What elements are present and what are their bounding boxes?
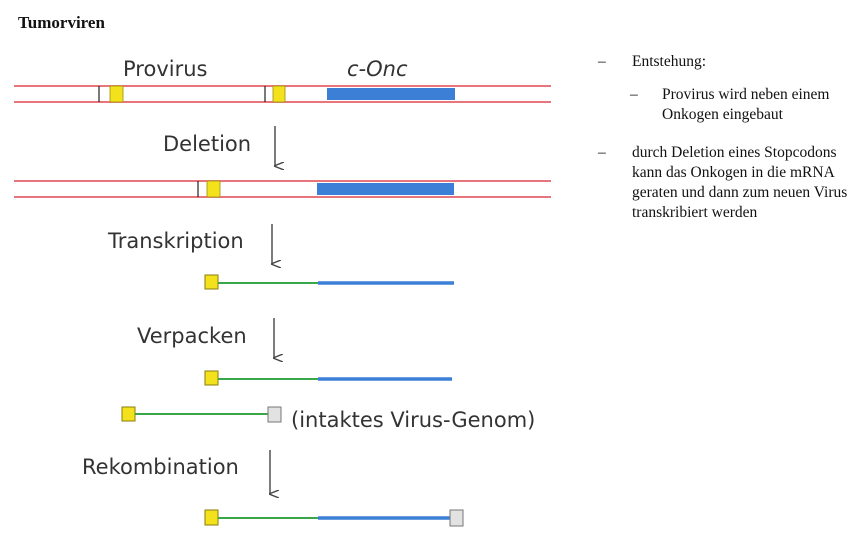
- note-entstehung: – Entstehung:: [598, 52, 860, 72]
- c-onc-label: c-Onc: [347, 57, 408, 81]
- transkription-label: Transkription: [107, 229, 244, 253]
- intact-genome-label: (intaktes Virus-Genom): [291, 408, 535, 432]
- notes-panel: – Entstehung: – Provirus wird neben eine…: [598, 52, 860, 223]
- oncogene-segment: [317, 183, 454, 195]
- ltr-box: [206, 180, 221, 198]
- cap-box: [204, 370, 219, 386]
- verpacken-label: Verpacken: [137, 324, 247, 348]
- dash-bullet: –: [598, 144, 606, 161]
- cap-box: [204, 509, 219, 526]
- ltr-box: [109, 85, 124, 103]
- dna-row-provirus: [14, 85, 551, 103]
- cap-box: [204, 274, 219, 290]
- ltr-box: [272, 85, 286, 103]
- oncogene-segment: [327, 88, 455, 100]
- note-deletion: – durch Deletion eines Stopcodons kann d…: [598, 143, 860, 223]
- dash-bullet: –: [630, 86, 638, 103]
- cap-box: [121, 406, 136, 422]
- dash-bullet: –: [598, 53, 606, 70]
- rekombination-label: Rekombination: [82, 455, 239, 479]
- end-box: [449, 509, 464, 527]
- packaged-rna: [204, 370, 452, 386]
- note-text: Provirus wird neben einem Onkogen eingeb…: [662, 86, 830, 123]
- deletion-label: Deletion: [163, 132, 251, 156]
- dna-row-deleted: [14, 180, 551, 198]
- page-title: Tumorviren: [18, 13, 105, 32]
- provirus-label: Provirus: [123, 57, 207, 81]
- note-provirus: – Provirus wird neben einem Onkogen eing…: [630, 85, 860, 125]
- end-box: [267, 406, 282, 423]
- intact-virus-genome: [121, 406, 282, 423]
- tumorvirus-diagram: Provirus c-Onc Deletion Transkription Ve…: [14, 57, 551, 527]
- recombined-genome: [204, 509, 464, 527]
- note-text: durch Deletion eines Stopcodons kann das…: [632, 144, 848, 221]
- note-text: Entstehung:: [632, 53, 707, 70]
- rna-transcript: [204, 274, 454, 290]
